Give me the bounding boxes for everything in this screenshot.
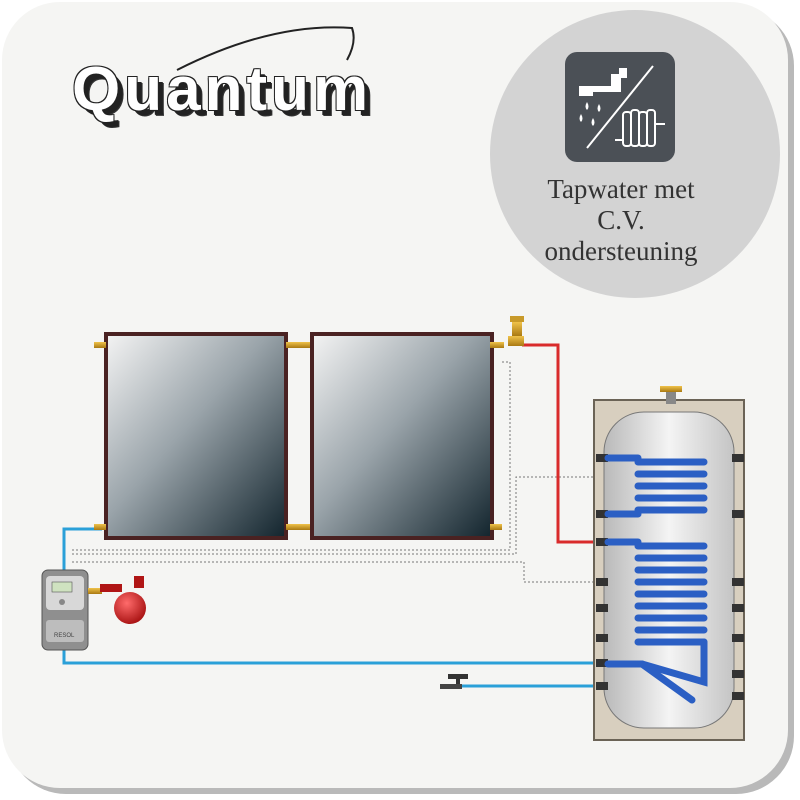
air-vent xyxy=(508,316,524,346)
divider-slash xyxy=(586,65,654,149)
badge-line-3: ondersteuning xyxy=(544,236,698,266)
brand-logo: Quantum xyxy=(72,55,373,124)
solar-collector-2 xyxy=(310,332,504,540)
return-pipe xyxy=(62,527,102,572)
sensor-cables xyxy=(72,361,594,583)
cold-water-tap xyxy=(440,674,468,689)
brand-swoosh xyxy=(176,26,355,71)
pump-station-label: RESOL xyxy=(54,633,75,639)
pump-station: RESOL xyxy=(41,569,102,651)
tapwater-cv-icon xyxy=(565,52,675,162)
lower-heat-coil xyxy=(604,538,708,704)
return-pipe-to-tank xyxy=(62,650,594,665)
shower-tap-icon xyxy=(579,68,627,126)
badge-line-2: C.V. xyxy=(597,205,645,235)
badge-caption: Tapwater met C.V. ondersteuning xyxy=(490,174,752,267)
radiator-icon xyxy=(615,109,665,147)
mode-badge: Tapwater met C.V. ondersteuning xyxy=(490,10,780,298)
collector-connector-top xyxy=(286,342,312,348)
rounded-frame: Quantum xyxy=(2,2,788,788)
flow-pipe xyxy=(522,343,594,544)
system-schematic: RESOL xyxy=(41,316,745,741)
upper-heat-coil xyxy=(604,454,708,518)
storage-tank xyxy=(593,386,745,741)
tank-ports xyxy=(596,454,744,700)
solar-collector-1 xyxy=(94,332,288,540)
collector-connector-bottom xyxy=(286,524,312,530)
badge-line-1: Tapwater met xyxy=(547,174,695,204)
expansion-vessel xyxy=(100,576,146,624)
